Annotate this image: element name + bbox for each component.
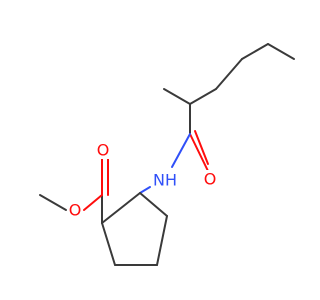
- atom-o-ester-carbonyl: O: [97, 141, 110, 160]
- bond-chain-3: [215, 58, 243, 90]
- label-bg-o-ester-ether: [67, 201, 83, 219]
- molecule-canvas: O O NH O: [39, 43, 295, 266]
- structure-drawing: O O NH O: [39, 43, 295, 266]
- bond-amide-co-a: [189, 133, 209, 172]
- bond-chain-4: [189, 88, 217, 105]
- label-bg-nh: [153, 171, 177, 189]
- label-bg-o-ester-carbonyl: [95, 141, 111, 159]
- bond-ester-o: [83, 194, 103, 211]
- bond-amide-co-b: [194, 130, 209, 165]
- atom-o-amide: O: [204, 170, 217, 189]
- bond-chain-2: [241, 43, 269, 60]
- bond-ring-1: [139, 192, 168, 217]
- bond-methyl: [163, 88, 191, 105]
- bond-ring-5: [101, 192, 141, 224]
- bond-n-ring: [139, 186, 151, 194]
- bond-chain-1: [267, 43, 295, 60]
- atom-o-ester-ether: O: [69, 201, 82, 220]
- atom-nh: NH: [153, 171, 177, 190]
- bond-ring-2: [156, 215, 168, 266]
- label-bg-o-amide: [202, 170, 218, 188]
- bond-ring-4: [101, 222, 116, 266]
- bond-o-methyl: [39, 194, 67, 211]
- bond-amide-cn: [171, 133, 191, 168]
